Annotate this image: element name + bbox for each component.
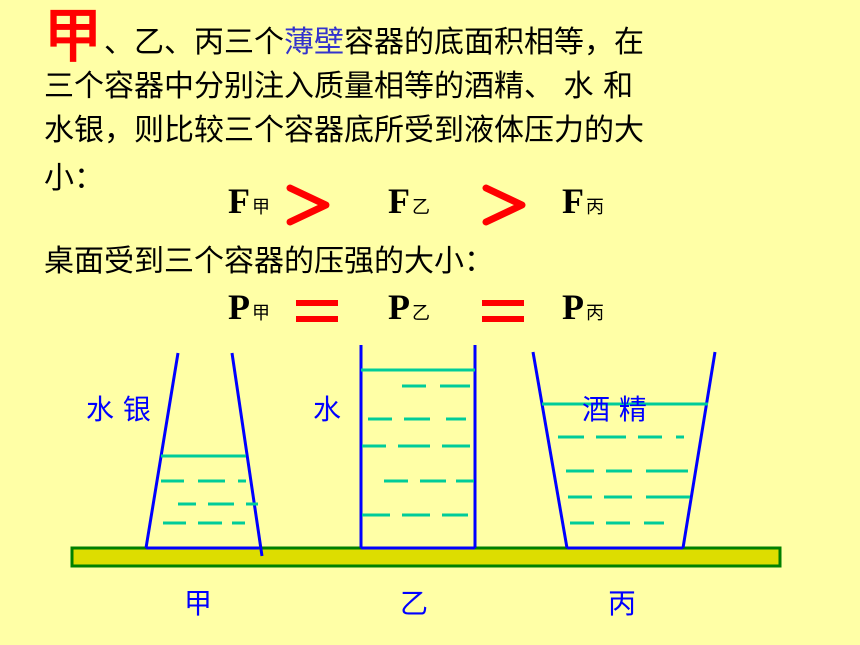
greater-than-2: [482, 184, 526, 226]
container-name-c: 丙: [608, 587, 637, 620]
problem-line-1-part-a: 、乙、丙三个: [104, 25, 285, 60]
liquid-label-water: 水: [313, 393, 342, 426]
problem-line-1: 甲、乙、丙三个薄壁容器的底面积相等，在: [44, 7, 844, 65]
problem-line-1-part-b: 容器的底面积相等，在: [344, 25, 645, 60]
equals-2: [482, 300, 524, 322]
problem-text: 甲、乙、丙三个薄壁容器的底面积相等，在 三个容器中分别注入质量相等的酒精、 水 …: [44, 7, 844, 201]
problem-line-2: 三个容器中分别注入质量相等的酒精、 水 和: [44, 69, 634, 104]
pressure-prompt: 桌面受到三个容器的压强的大小：: [44, 244, 494, 279]
highlight-thin-wall: 薄壁: [284, 25, 345, 60]
problem-line-3: 水银，则比较三个容器底所受到液体压力的大: [44, 113, 644, 148]
alcohol-liquid: [542, 402, 708, 525]
problem-line-4: 小：: [44, 161, 104, 196]
table: [70, 546, 782, 568]
container-b: [359, 345, 477, 550]
water-liquid: [361, 368, 475, 517]
liquid-label-mercury: 水 银: [86, 393, 151, 426]
container-c: [531, 351, 717, 550]
liquid-label-alcohol: 酒 精: [582, 393, 647, 426]
mercury-liquid: [161, 454, 258, 525]
container-a: [144, 352, 264, 557]
equals-1: [296, 300, 338, 322]
highlight-char: 甲: [44, 2, 103, 70]
container-name-b: 乙: [400, 587, 429, 620]
container-name-a: 甲: [184, 587, 213, 620]
greater-than-1: [286, 184, 330, 226]
